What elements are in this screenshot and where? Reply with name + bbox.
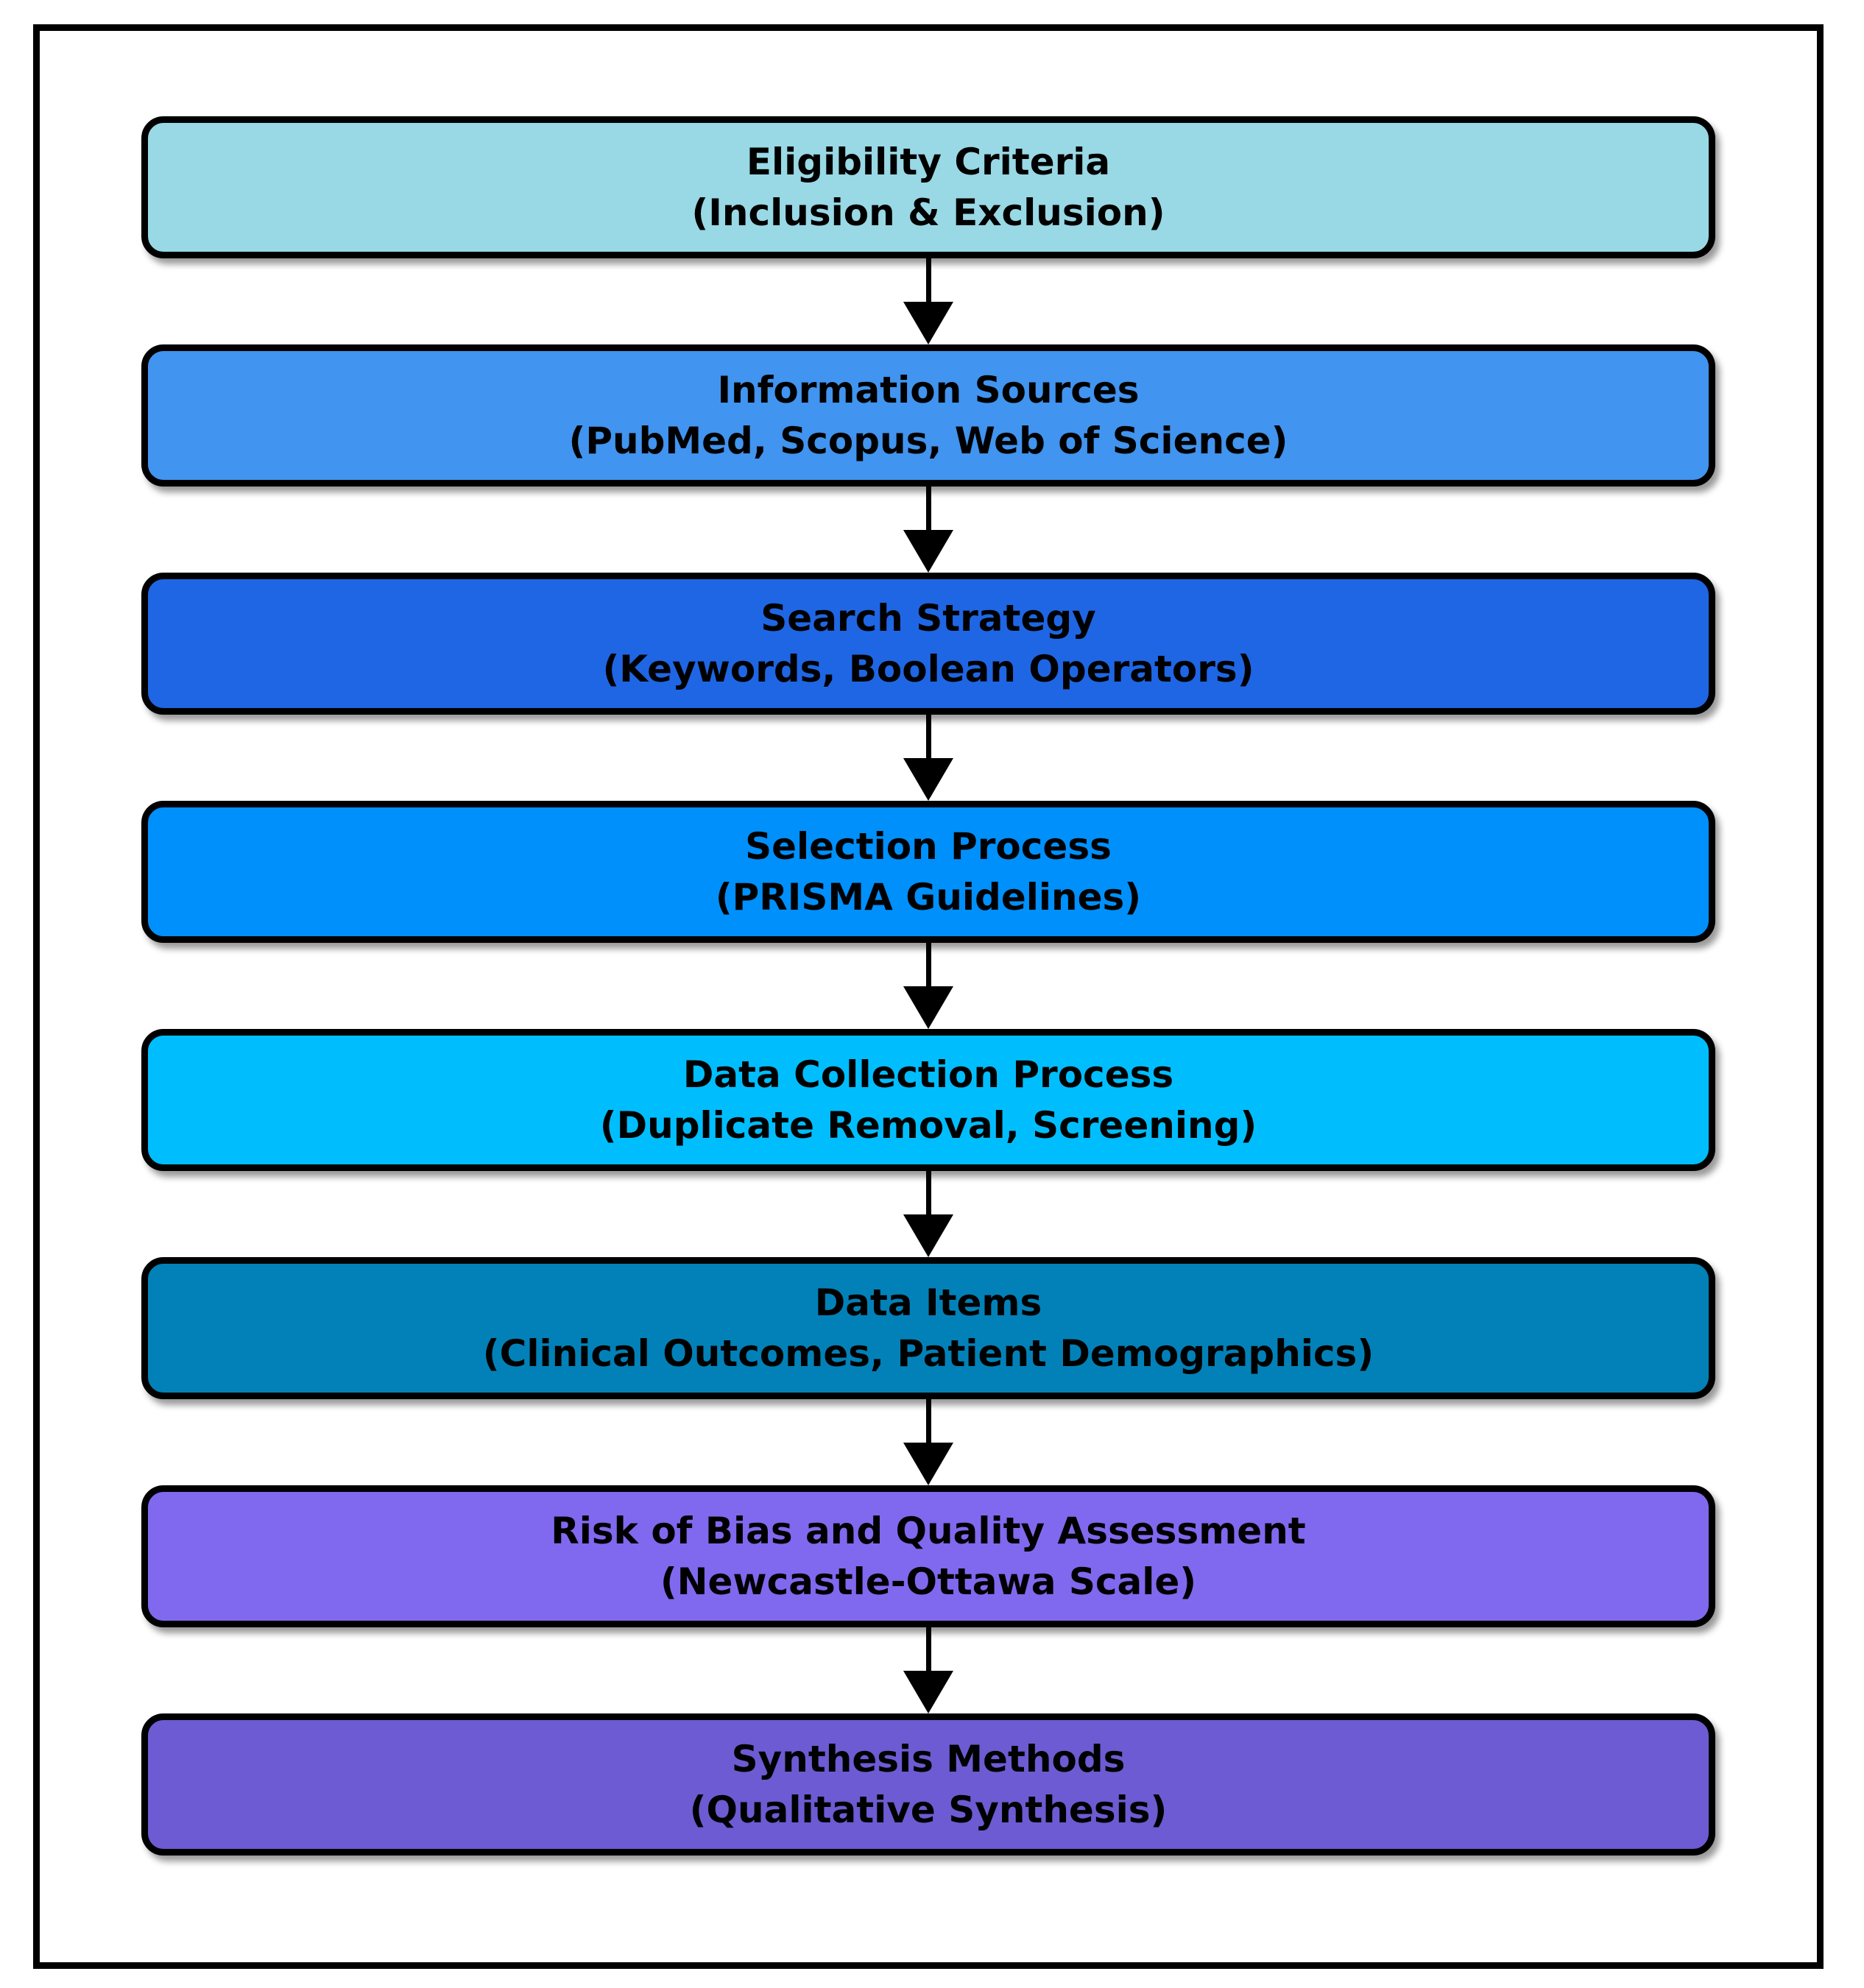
arrow-down-icon	[903, 1671, 953, 1713]
flow-step-data-collection-process: Data Collection Process (Duplicate Remov…	[141, 1029, 1715, 1171]
arrow-stem	[925, 943, 931, 986]
flow-arrow	[903, 258, 953, 344]
step-subtitle: (Qualitative Synthesis)	[689, 1788, 1168, 1831]
arrow-down-icon	[903, 1443, 953, 1485]
arrow-down-icon	[903, 758, 953, 801]
flow-step-information-sources: Information Sources (PubMed, Scopus, Web…	[141, 344, 1715, 487]
arrow-down-icon	[903, 986, 953, 1029]
step-subtitle: (Newcastle-Ottawa Scale)	[660, 1560, 1197, 1603]
arrow-down-icon	[903, 1214, 953, 1257]
step-subtitle: (Keywords, Boolean Operators)	[602, 647, 1254, 690]
flow-arrow	[903, 1171, 953, 1257]
flow-step-risk-of-bias: Risk of Bias and Quality Assessment (New…	[141, 1485, 1715, 1627]
outer-frame: Eligibility Criteria (Inclusion & Exclus…	[33, 24, 1824, 1969]
flow-step-eligibility-criteria: Eligibility Criteria (Inclusion & Exclus…	[141, 116, 1715, 258]
step-subtitle: (PubMed, Scopus, Web of Science)	[568, 419, 1288, 462]
arrow-stem	[925, 258, 931, 302]
arrow-down-icon	[903, 530, 953, 573]
flow-step-synthesis-methods: Synthesis Methods (Qualitative Synthesis…	[141, 1713, 1715, 1856]
flow-arrow	[903, 715, 953, 801]
step-title: Synthesis Methods	[731, 1737, 1126, 1780]
arrow-stem	[925, 715, 931, 758]
step-title: Data Items	[814, 1281, 1042, 1324]
arrow-stem	[925, 1399, 931, 1443]
flow-arrow	[903, 1627, 953, 1713]
step-subtitle: (PRISMA Guidelines)	[715, 875, 1142, 919]
flow-step-search-strategy: Search Strategy (Keywords, Boolean Opera…	[141, 573, 1715, 715]
flow-arrow	[903, 487, 953, 573]
step-title: Search Strategy	[760, 596, 1096, 640]
step-subtitle: (Clinical Outcomes, Patient Demographics…	[482, 1331, 1374, 1375]
flow-step-selection-process: Selection Process (PRISMA Guidelines)	[141, 801, 1715, 943]
arrow-down-icon	[903, 302, 953, 344]
step-title: Information Sources	[717, 368, 1140, 411]
arrow-stem	[925, 1627, 931, 1671]
flow-arrow	[903, 1399, 953, 1485]
step-subtitle: (Inclusion & Exclusion)	[691, 191, 1165, 234]
arrow-stem	[925, 487, 931, 530]
step-title: Data Collection Process	[682, 1053, 1174, 1096]
flow-step-data-items: Data Items (Clinical Outcomes, Patient D…	[141, 1257, 1715, 1399]
step-title: Risk of Bias and Quality Assessment	[551, 1509, 1306, 1552]
flow-arrow	[903, 943, 953, 1029]
step-title: Selection Process	[745, 824, 1112, 868]
arrow-stem	[925, 1171, 931, 1214]
step-subtitle: (Duplicate Removal, Screening)	[599, 1103, 1257, 1147]
step-title: Eligibility Criteria	[746, 140, 1111, 183]
